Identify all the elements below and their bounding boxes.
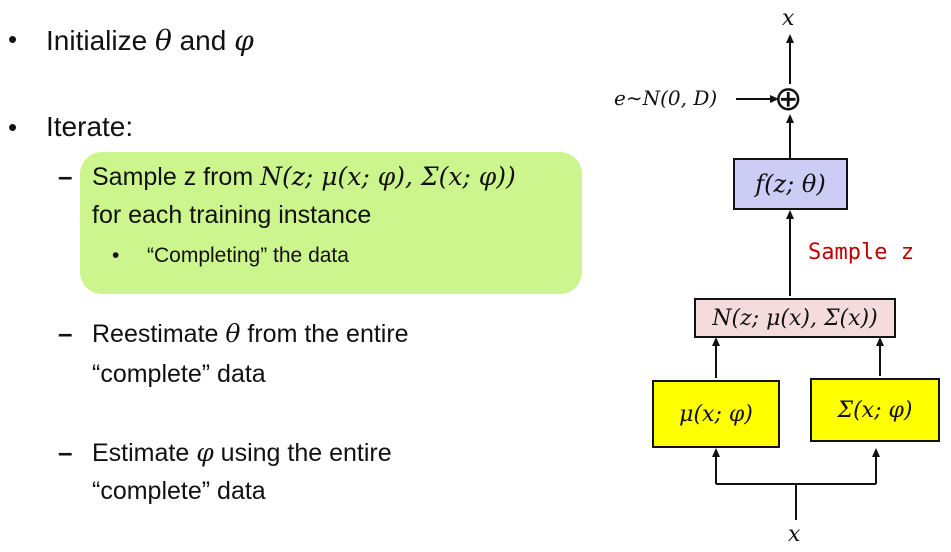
sigma-box: Σ(x; φ) <box>810 378 940 442</box>
decoder-box: f(z; θ) <box>733 158 848 210</box>
completing-text: “Completing” the data <box>147 244 349 267</box>
bullet-iterate: Iterate: <box>46 111 134 142</box>
initialize-text: Initialize <box>46 25 155 56</box>
reestimate-line-1: Reestimate θ from the entire <box>92 314 409 354</box>
theta-symbol: θ <box>225 319 241 348</box>
reestimate-suffix: from the entire <box>240 320 409 348</box>
sample-line-2: for each training instance <box>92 201 372 229</box>
and-text: and <box>171 25 235 56</box>
mu-box: μ(x; φ) <box>652 380 780 448</box>
sample-formula: N(z; μ(x; φ), Σ(x; φ)) <box>260 162 516 191</box>
output-x-label: x <box>782 6 795 31</box>
phi-symbol: φ <box>234 24 254 57</box>
highlight-box <box>80 152 582 294</box>
sample-line-1: Sample z from N(z; μ(x; φ), Σ(x; φ)) <box>92 157 516 197</box>
estimate-text: Estimate <box>92 439 197 467</box>
plus-icon: ⊕ <box>774 79 803 119</box>
reestimate-line-2: “complete” data <box>92 360 266 388</box>
theta-symbol: θ <box>154 24 172 57</box>
sub-dash: – <box>58 437 73 467</box>
reestimate-text: Reestimate <box>92 320 226 348</box>
input-x-label: x <box>788 522 801 547</box>
bullet-dot: • <box>8 112 18 142</box>
sample-z-label: Sample z <box>808 240 914 265</box>
sub-dash: – <box>58 161 73 191</box>
sample-text: Sample z from <box>92 163 261 191</box>
estimate-line-2: “complete” data <box>92 477 266 505</box>
sub-dash: – <box>58 318 73 348</box>
bullet-dot: • <box>8 24 18 54</box>
estimate-suffix: using the entire <box>213 439 392 467</box>
gaussian-box: N(z; μ(x), Σ(x)) <box>694 298 896 338</box>
bullet-initialize: Initialize θ and φ <box>46 24 254 57</box>
estimate-line-1: Estimate φ using the entire <box>92 433 392 473</box>
noise-label: e∼N(0, D) <box>614 86 718 110</box>
phi-symbol: φ <box>196 438 214 467</box>
small-bullet: • <box>112 244 120 267</box>
